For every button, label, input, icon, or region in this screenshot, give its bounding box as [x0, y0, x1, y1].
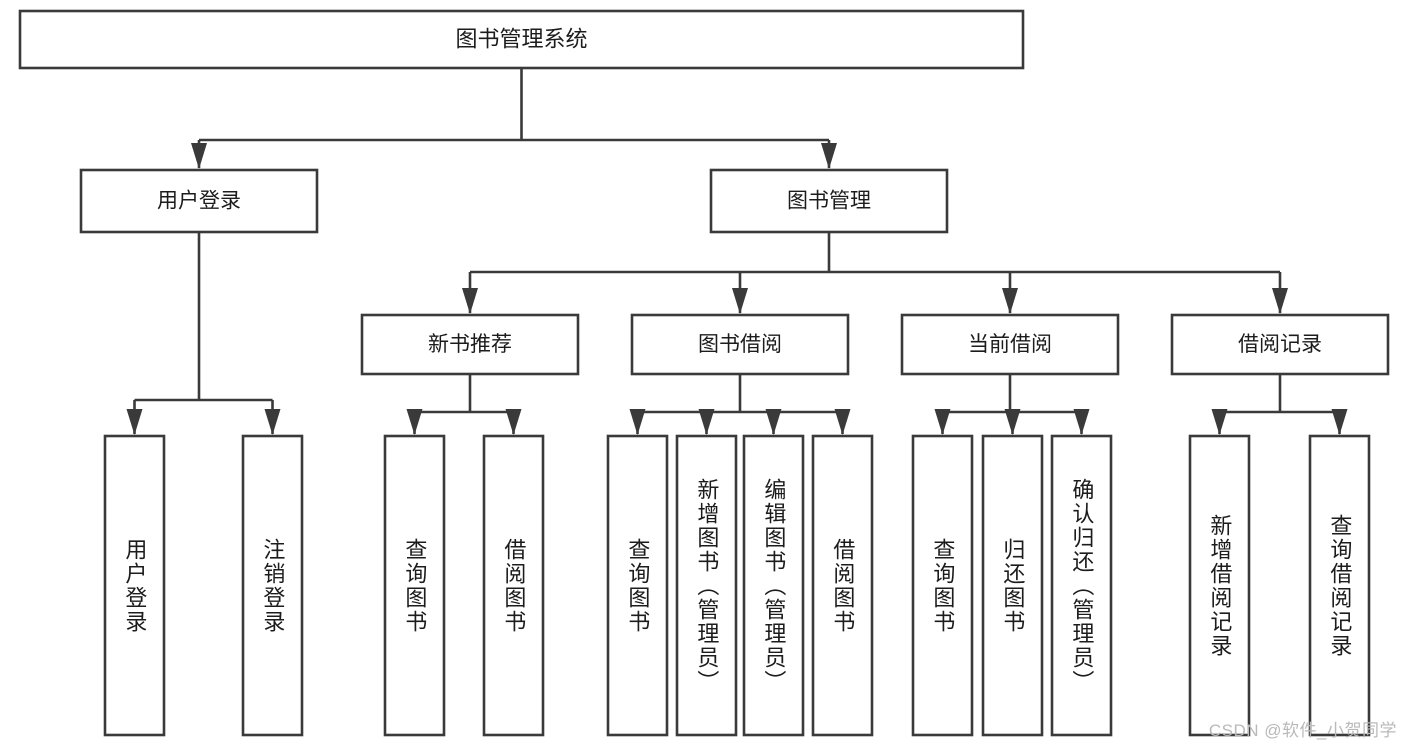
node-label-level3-3: 借阅记录	[1238, 333, 1322, 356]
node-box-leaf-1[interactable]	[241, 434, 304, 737]
arrow-bookmgmt-to-level3-3	[1272, 288, 1288, 314]
node-label-level3-1: 图书借阅	[698, 333, 782, 356]
arrow-0-to-leaf-0	[126, 409, 143, 435]
arrow-bookmgmt-to-level3-1	[732, 288, 748, 314]
node-label-root: 图书管理系统	[455, 26, 587, 51]
node-label-level3-2: 当前借阅	[968, 333, 1052, 356]
node-box-root[interactable]	[18, 9, 1025, 70]
arrow-2-to-leaf-0	[629, 409, 646, 435]
node-box-leaf-7[interactable]	[811, 434, 874, 737]
arrow-3-to-leaf-0	[934, 409, 951, 435]
node-box-leaf-9[interactable]	[981, 434, 1044, 737]
node-box-leaf-11[interactable]	[1188, 434, 1251, 737]
arrow-2-to-leaf-1	[698, 409, 715, 435]
node-box-level2-0[interactable]	[79, 168, 319, 234]
arrow-root-to-level2-1	[821, 143, 837, 169]
node-box-level3-2[interactable]	[900, 313, 1120, 376]
node-box-leaf-5[interactable]	[675, 434, 738, 737]
arrow-4-to-leaf-1	[1331, 409, 1348, 435]
node-box-level3-3[interactable]	[1170, 313, 1390, 376]
arrow-2-to-leaf-2	[765, 409, 782, 435]
node-box-leaf-8[interactable]	[911, 434, 974, 737]
node-box-level3-0[interactable]	[360, 313, 580, 376]
node-label-level2-1: 图书管理	[787, 190, 871, 213]
node-box-layer	[18, 9, 1390, 737]
arrow-3-to-leaf-1	[1004, 409, 1021, 435]
connector-layer	[126, 68, 1348, 435]
watermark-text: CSDN @软件_小贺同学	[1208, 721, 1397, 740]
node-box-leaf-2[interactable]	[383, 434, 446, 737]
node-box-leaf-3[interactable]	[482, 434, 545, 737]
arrow-4-to-leaf-0	[1211, 409, 1228, 435]
node-box-level3-1[interactable]	[630, 313, 850, 376]
node-box-leaf-10[interactable]	[1050, 434, 1113, 737]
arrow-3-to-leaf-2	[1073, 409, 1090, 435]
node-box-level2-1[interactable]	[709, 168, 949, 234]
node-box-leaf-6[interactable]	[742, 434, 805, 737]
node-box-leaf-4[interactable]	[606, 434, 669, 737]
node-label-level2-0: 用户登录	[157, 190, 241, 213]
arrow-2-to-leaf-3	[834, 409, 851, 435]
arrow-root-to-level2-0	[191, 143, 207, 169]
arrow-1-to-leaf-0	[406, 409, 423, 435]
node-box-leaf-0[interactable]	[103, 434, 166, 737]
arrow-bookmgmt-to-level3-0	[462, 288, 478, 314]
arrow-0-to-leaf-1	[264, 409, 281, 435]
arrow-bookmgmt-to-level3-2	[1002, 288, 1018, 314]
node-box-leaf-12[interactable]	[1308, 434, 1371, 737]
node-label-level3-0: 新书推荐	[428, 333, 512, 356]
arrow-1-to-leaf-1	[505, 409, 522, 435]
